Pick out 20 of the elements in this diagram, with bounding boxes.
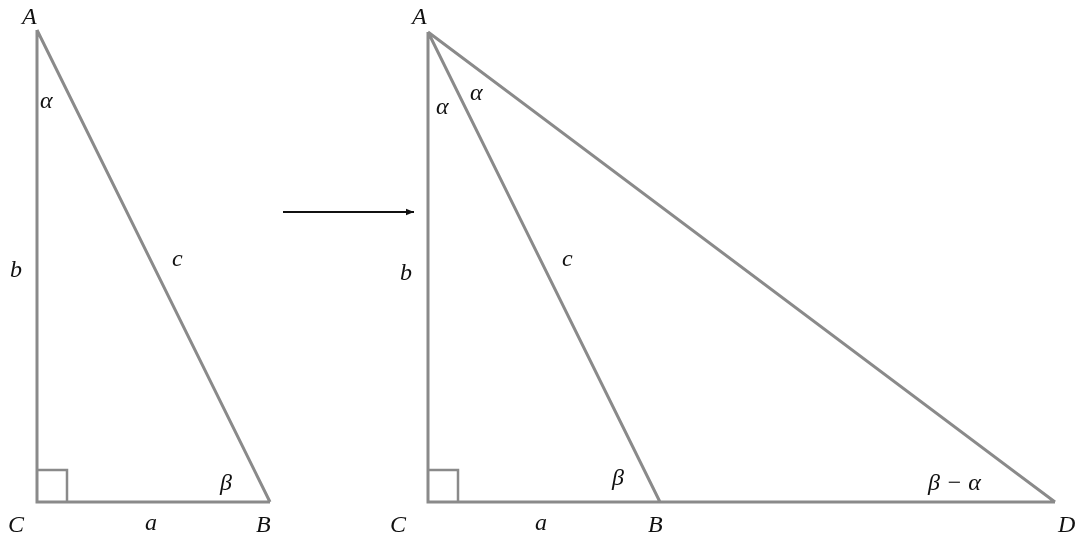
math-label: B [648, 512, 663, 536]
math-label: a [145, 510, 157, 534]
math-label: α [470, 80, 483, 104]
math-label: A [412, 4, 427, 28]
math-label: C [390, 512, 406, 536]
math-label: c [562, 246, 573, 270]
math-label: β [220, 470, 232, 494]
math-label: α [40, 88, 53, 112]
math-label: c [172, 246, 183, 270]
math-label: A [22, 4, 37, 28]
math-label: β [612, 465, 624, 489]
math-label: D [1058, 512, 1076, 536]
math-label: β − α [928, 470, 981, 494]
math-label: C [8, 512, 24, 536]
arrow [282, 208, 415, 216]
math-label: b [400, 260, 412, 284]
math-label: a [535, 510, 547, 534]
math-label: b [10, 257, 22, 281]
math-label: α [436, 94, 449, 118]
math-label: B [256, 512, 271, 536]
